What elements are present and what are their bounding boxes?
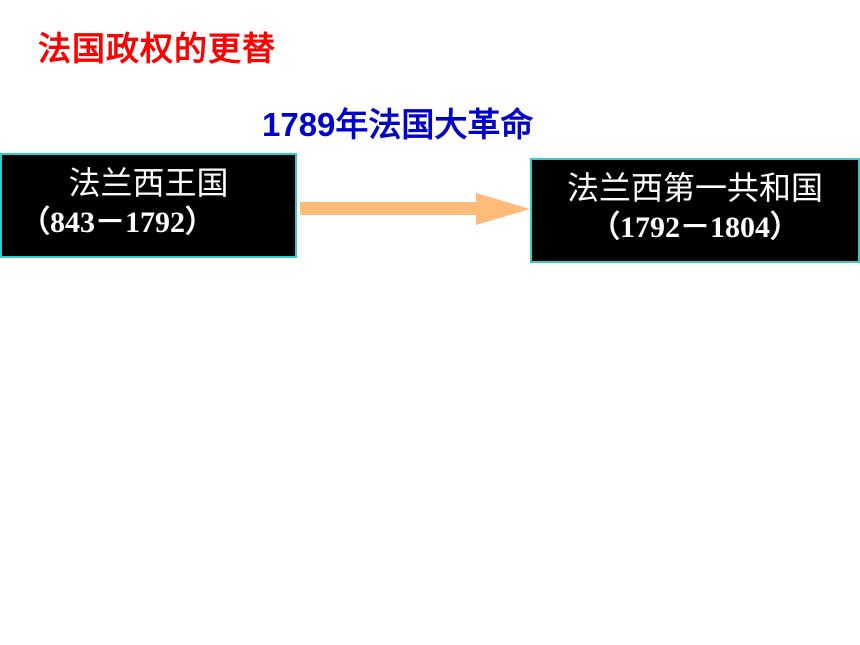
slide-title: 法国政权的更替 [38, 29, 276, 68]
right-arrow-icon [300, 193, 530, 225]
regime-period: （843－1792） [20, 206, 215, 239]
event-year: 1789 [262, 106, 336, 143]
regime-name: 法兰西王国 [68, 164, 229, 202]
event-name: 年法国大革命 [335, 106, 534, 143]
regime-period: （1792－1804） [590, 211, 800, 244]
regime-box-kingdom: 法兰西王国 （843－1792） [0, 153, 297, 258]
event-label: 1789年法国大革命 [262, 98, 533, 146]
regime-box-republic: 法兰西第一共和国 （1792－1804） [530, 158, 860, 263]
regime-name: 法兰西第一共和国 [566, 169, 823, 207]
